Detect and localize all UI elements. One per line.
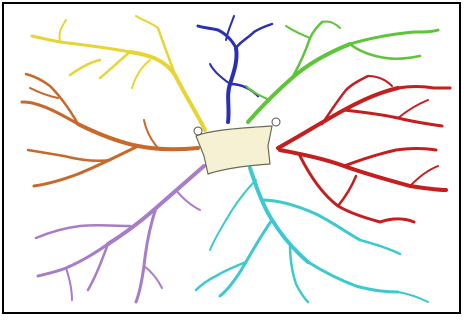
branch-cyan [196, 168, 428, 302]
branch-red [278, 76, 450, 222]
branch-green [246, 21, 438, 122]
branch-purple [36, 166, 204, 302]
branch-orange [22, 74, 198, 186]
central-topic-node [194, 118, 280, 174]
